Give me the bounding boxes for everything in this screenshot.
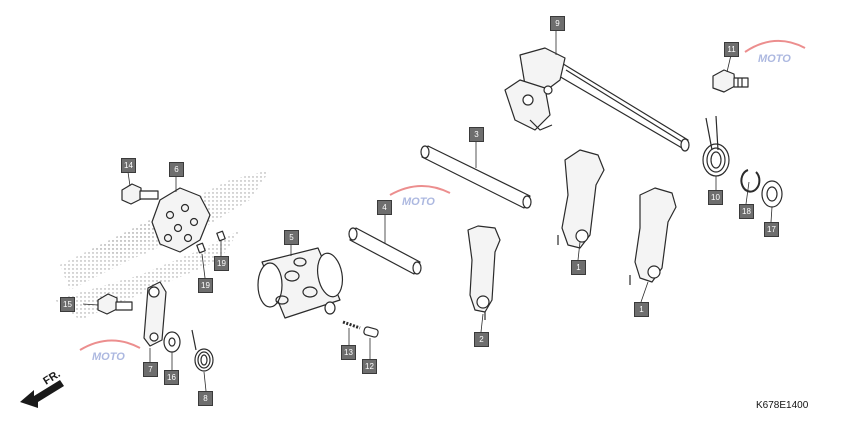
callout-5[interactable]: 5 [284,230,299,245]
pivot-bolt [712,69,749,93]
callout-8[interactable]: 8 [198,391,213,406]
callout-19a[interactable]: 19 [214,256,229,271]
diagram-code: K678E1400 [756,400,809,411]
callout-15[interactable]: 15 [60,297,75,312]
stopper-arm [143,281,167,347]
shift-drum [257,247,344,319]
callout-12[interactable]: 12 [362,359,377,374]
callout-1b[interactable]: 1 [634,302,649,317]
stopper-spring [191,329,214,372]
drum-pin-12 [363,326,379,338]
shift-fork-2 [467,225,501,320]
callout-16[interactable]: 16 [164,370,179,385]
return-spring [702,115,730,177]
callout-2[interactable]: 2 [474,332,489,347]
callout-6[interactable]: 6 [169,162,184,177]
callout-3[interactable]: 3 [469,127,484,142]
svg-text:MOTO: MOTO [758,53,791,65]
shift-drum-center [151,187,211,253]
callout-4[interactable]: 4 [377,200,392,215]
dowel-pins [196,230,226,254]
front-direction-arrow: FR. [20,368,64,408]
shift-fork-1a [557,149,605,249]
callout-10[interactable]: 10 [708,190,723,205]
callout-18[interactable]: 18 [739,204,754,219]
callout-19b[interactable]: 19 [198,278,213,293]
spindle-washer [761,180,783,208]
gearshift-spindle [504,47,690,152]
svg-text:MOTO: MOTO [92,351,125,363]
callout-7[interactable]: 7 [143,362,158,377]
callout-14[interactable]: 14 [121,158,136,173]
svg-text:MOTO: MOTO [402,196,435,208]
leader-lines [82,30,773,392]
callout-17[interactable]: 17 [764,222,779,237]
stopper-arm-bolt [97,293,133,315]
shift-fork-1b [629,187,677,285]
fork-shaft-short [348,227,422,275]
fork-shaft-long [420,145,532,209]
watermark-center: MOTO [389,184,451,208]
drum-spring-13 [342,320,361,330]
callout-13[interactable]: 13 [341,345,356,360]
watermark-top-right: MOTO [744,39,806,65]
callout-11[interactable]: 11 [724,42,739,57]
drum-center-bolt [121,183,159,205]
callout-1a[interactable]: 1 [571,260,586,275]
stopper-washer [163,331,181,353]
watermark-bottom-left: MOTO [79,339,141,363]
circlip [740,169,761,193]
callout-9[interactable]: 9 [550,16,565,31]
